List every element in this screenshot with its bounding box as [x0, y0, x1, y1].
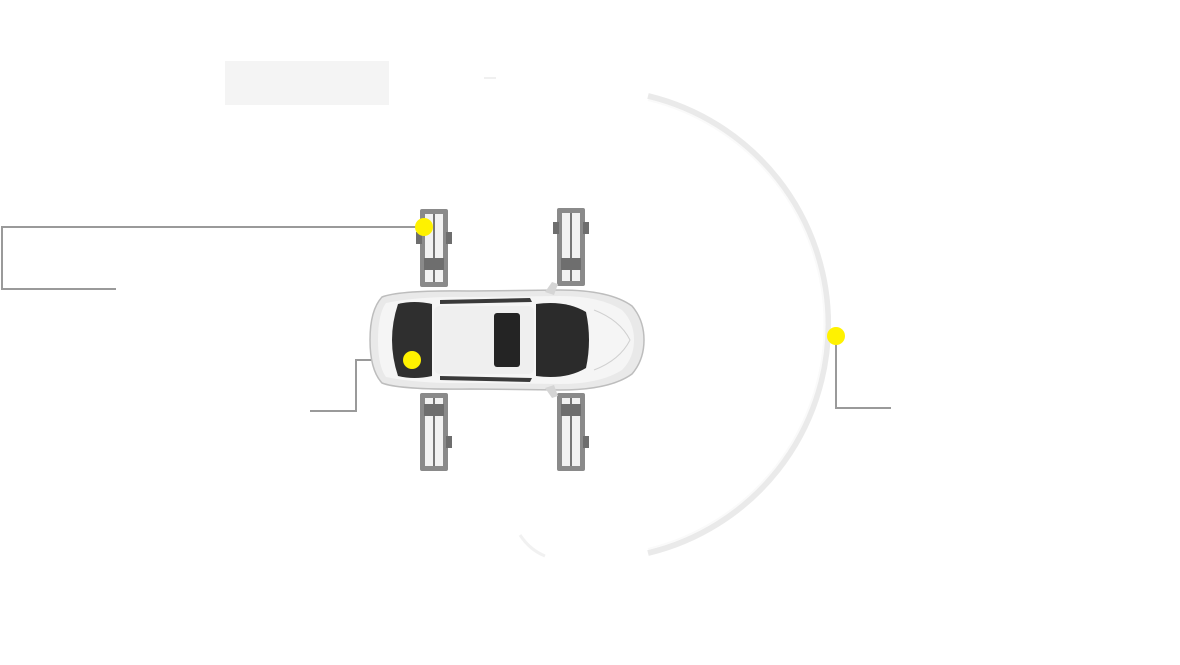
lift-post-rear-left — [420, 393, 452, 471]
hotspot-arc-edge[interactable] — [827, 327, 845, 345]
scan-arc — [647, 93, 832, 556]
lift-post-rear-right — [557, 393, 589, 471]
arc-fragment — [518, 534, 546, 558]
leader-line-lift — [1, 226, 424, 290]
lift-post-front-right — [553, 208, 589, 286]
car-top-view-icon — [369, 282, 645, 398]
hotspot-lift-front-left[interactable] — [415, 218, 433, 236]
hotspot-vehicle-cabin[interactable] — [403, 351, 421, 369]
leader-line-arc — [835, 336, 891, 409]
title-box — [225, 61, 389, 105]
